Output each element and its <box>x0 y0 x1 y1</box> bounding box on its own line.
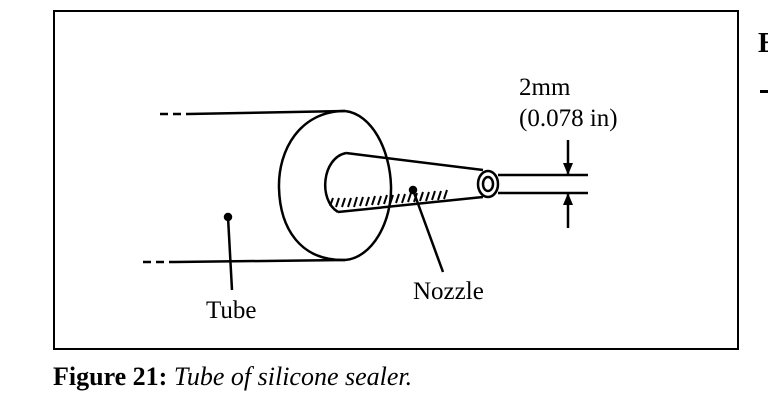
figure-caption-text: Tube of silicone sealer. <box>173 362 413 391</box>
figure-caption: Figure 21: Tube of silicone sealer. <box>53 362 412 392</box>
dimension-label-mm: 2mm <box>519 74 571 101</box>
dimension-label-inches: (0.078 in) <box>519 105 618 132</box>
cropped-edge-dash <box>760 90 768 93</box>
tube-label: Tube <box>206 297 257 324</box>
tube-body <box>143 109 393 264</box>
dimension-marker <box>498 140 588 228</box>
figure-frame <box>53 10 739 350</box>
cropped-edge-letter: E <box>758 28 768 59</box>
nozzle <box>324 151 500 214</box>
nozzle-label: Nozzle <box>413 278 484 305</box>
leader-lines <box>223 185 445 291</box>
figure-caption-label: Figure 21: <box>53 362 168 391</box>
